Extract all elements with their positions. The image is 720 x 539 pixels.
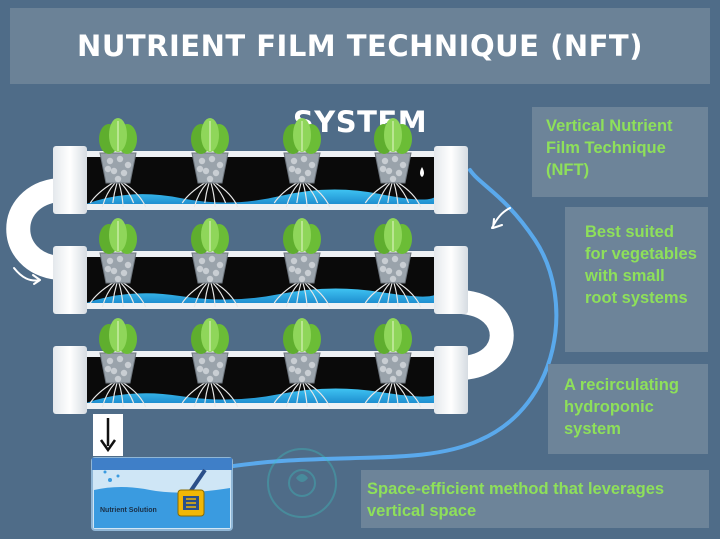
lettuce-head <box>191 318 229 354</box>
roots <box>273 382 331 408</box>
info-box-best-suited: Best suited for vegetables with small ro… <box>565 207 708 352</box>
lettuce-plant <box>364 318 422 408</box>
lettuce-plant <box>364 218 422 308</box>
drain-arrow-icon <box>93 414 123 456</box>
lettuce-head <box>99 318 137 354</box>
info-text-vertical-nft: Vertical Nutrient Film Technique (NFT) <box>546 117 673 179</box>
lettuce-head <box>283 318 321 354</box>
roots <box>181 282 239 308</box>
lettuce-head <box>99 118 137 154</box>
roots <box>364 282 422 308</box>
lettuce-plant <box>181 118 239 208</box>
roots <box>181 182 239 208</box>
info-box-recirculating: A recirculating hydroponic system <box>548 364 708 454</box>
roots <box>273 182 331 208</box>
pump-icon <box>177 468 207 517</box>
lettuce-head <box>99 218 137 254</box>
info-box-space-efficient: Space-efficient method that leverages ve… <box>361 470 709 528</box>
recirculation-line <box>218 168 559 470</box>
info-text-space-efficient: Space-efficient method that leverages ve… <box>367 480 665 520</box>
watermark-logo <box>267 448 337 518</box>
lettuce-head <box>283 218 321 254</box>
lettuce-head <box>374 318 412 354</box>
page-title: NUTRIENT FILM TECHNIQUE (NFT) SYSTEM <box>77 29 643 139</box>
lettuce-plant <box>89 118 147 208</box>
lettuce-head <box>191 218 229 254</box>
roots <box>89 382 147 408</box>
info-box-vertical-nft: Vertical Nutrient Film Technique (NFT) <box>532 107 708 197</box>
roots <box>273 282 331 308</box>
lettuce-plant <box>273 118 331 208</box>
left-connector-pipe <box>6 178 61 280</box>
lettuce-head <box>283 118 321 154</box>
roots <box>181 382 239 408</box>
info-text-recirculating: A recirculating hydroponic system <box>564 376 679 438</box>
nutrient-tank: Nutrient Solution <box>91 457 233 531</box>
info-text-best-suited: Best suited for vegetables with small ro… <box>585 223 697 307</box>
lettuce-head <box>191 118 229 154</box>
title-banner: NUTRIENT FILM TECHNIQUE (NFT) SYSTEM <box>10 8 710 139</box>
lettuce-plant <box>181 218 239 308</box>
tank-label: Nutrient Solution <box>100 507 157 514</box>
lettuce-plant <box>181 318 239 408</box>
lettuce-plant <box>89 318 147 408</box>
right-connector-pipe <box>460 290 514 380</box>
lettuce-plant <box>273 318 331 408</box>
roots <box>89 282 147 308</box>
flow-arrow-icon <box>13 267 41 285</box>
nft-channel-2 <box>53 246 468 314</box>
lettuce-head <box>374 118 412 154</box>
roots <box>364 182 422 208</box>
lettuce-head <box>374 218 412 254</box>
roots <box>364 382 422 408</box>
roots <box>89 182 147 208</box>
lettuce-plant <box>273 218 331 308</box>
plants-group <box>89 118 422 408</box>
lettuce-plant <box>89 218 147 308</box>
return-arrow-icon <box>491 207 511 229</box>
lettuce-plant <box>364 118 422 208</box>
